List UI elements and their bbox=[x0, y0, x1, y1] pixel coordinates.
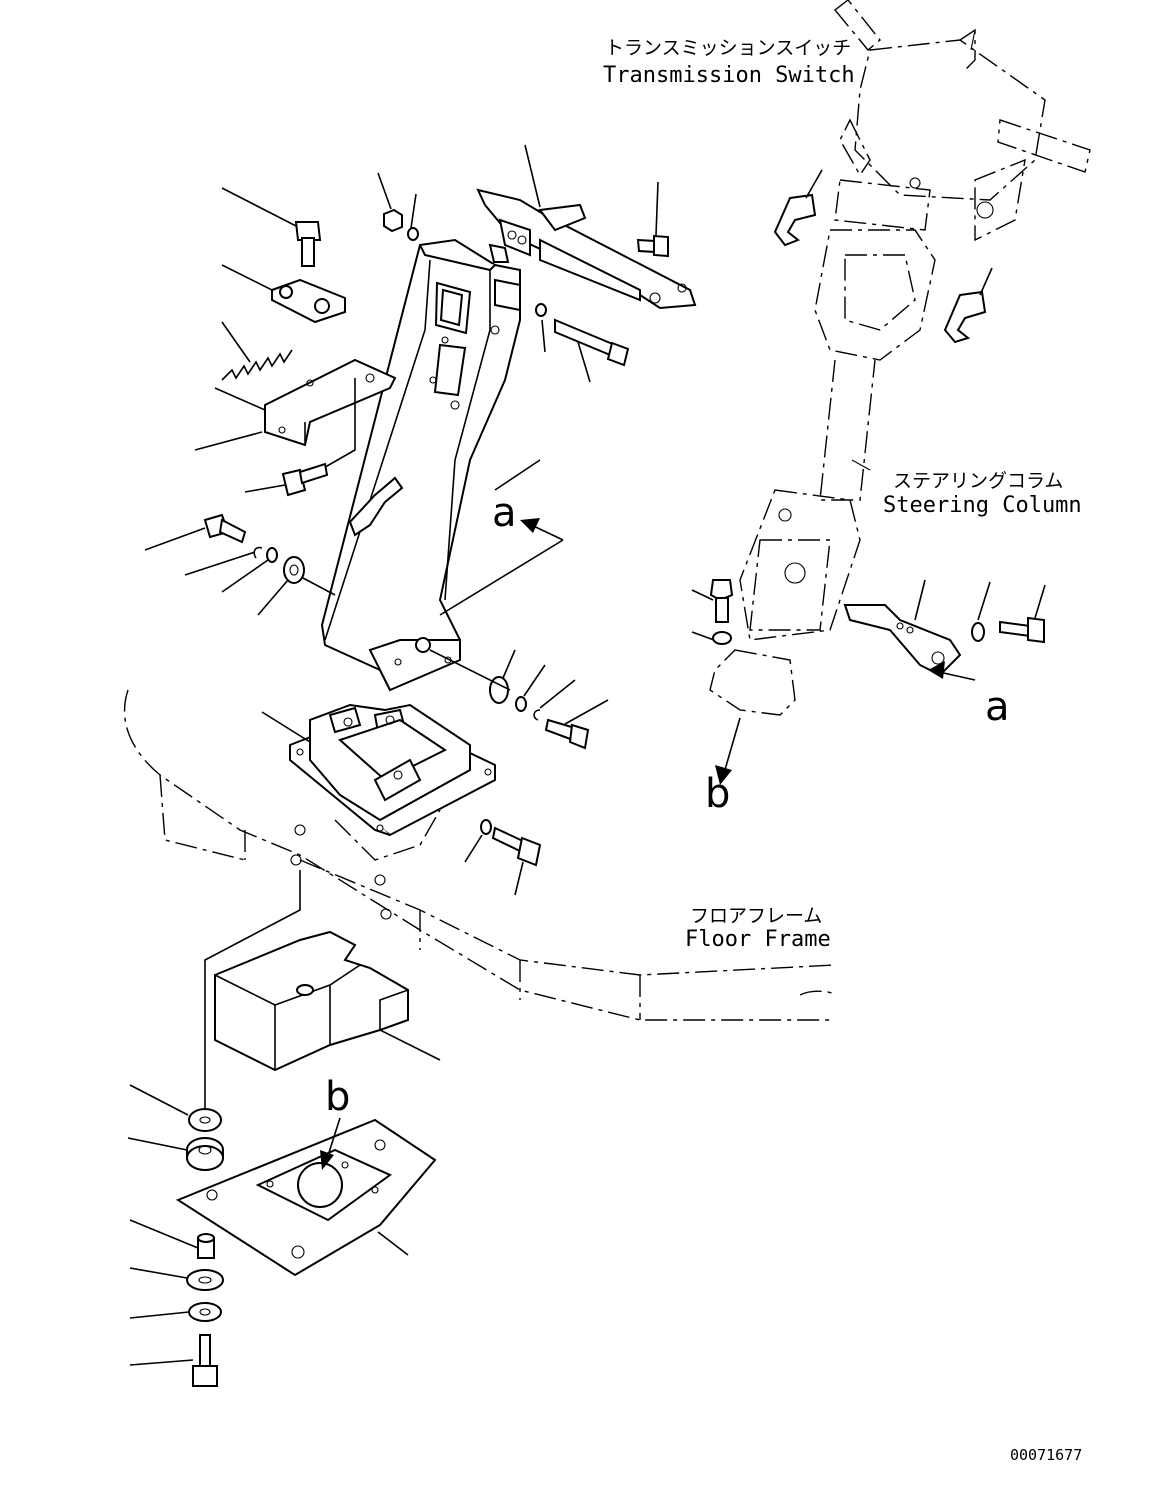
bolt-icon bbox=[691, 579, 734, 623]
washer-icon bbox=[464, 819, 492, 863]
bolt-icon bbox=[144, 513, 247, 551]
view-marker-a: a bbox=[985, 684, 1010, 730]
bolt-icon bbox=[244, 462, 329, 497]
drawing-number: 00071677 bbox=[1010, 1446, 1082, 1464]
switch-bracket bbox=[476, 144, 697, 310]
rubber-mount-block bbox=[214, 930, 441, 1072]
view-marker-b: b bbox=[325, 1074, 350, 1120]
floor-frame-label-jp: フロアフレーム bbox=[690, 905, 822, 927]
washer-icon bbox=[515, 664, 546, 712]
bolt-icon bbox=[999, 584, 1046, 644]
washer-icon bbox=[129, 1084, 222, 1132]
switch-cover-bracket bbox=[194, 358, 397, 471]
washer-icon bbox=[691, 631, 732, 645]
steering-column bbox=[709, 229, 936, 716]
long-bolt-icon bbox=[554, 318, 630, 383]
snap-ring-icon bbox=[184, 546, 263, 576]
pedal-post bbox=[320, 238, 541, 692]
snap-ring-icon bbox=[533, 679, 576, 721]
bolt-icon bbox=[129, 1334, 218, 1387]
wire-clamp bbox=[773, 169, 993, 344]
bolt-icon bbox=[221, 187, 322, 267]
bolt-icon bbox=[544, 699, 609, 750]
washer-icon bbox=[129, 1267, 224, 1291]
spacer-icon bbox=[129, 1219, 215, 1259]
bushing-icon bbox=[127, 1137, 224, 1171]
pedal-base-mount bbox=[261, 703, 496, 861]
spring-icon bbox=[221, 321, 293, 381]
washer-icon bbox=[971, 581, 991, 642]
washer-icon bbox=[407, 193, 419, 241]
lever-plate bbox=[221, 264, 346, 324]
washer-icon bbox=[221, 547, 278, 593]
steering-column-label-jp: ステアリングコラム bbox=[893, 470, 1063, 492]
bolt-icon bbox=[491, 826, 542, 896]
transmission-switch-label-jp: トランスミッションスイッチ bbox=[605, 37, 851, 59]
floor-frame-label: Floor Frame bbox=[685, 927, 831, 952]
washer-icon bbox=[535, 303, 547, 353]
transmission-switch bbox=[833, 0, 1091, 242]
steering-column-label: Steering Column bbox=[883, 493, 1082, 518]
bolt-icon bbox=[636, 181, 669, 258]
washer-icon bbox=[129, 1302, 222, 1322]
view-marker-a: a bbox=[492, 490, 517, 536]
floor-frame-outline bbox=[123, 689, 836, 1021]
view-marker-b: b bbox=[705, 771, 730, 817]
bushing-icon bbox=[257, 556, 336, 616]
column-bracket bbox=[843, 579, 962, 677]
transmission-switch-label: Transmission Switch bbox=[603, 63, 855, 88]
washer-icon bbox=[489, 649, 516, 704]
floor-plate bbox=[175, 1118, 437, 1277]
nut-icon bbox=[377, 172, 403, 233]
